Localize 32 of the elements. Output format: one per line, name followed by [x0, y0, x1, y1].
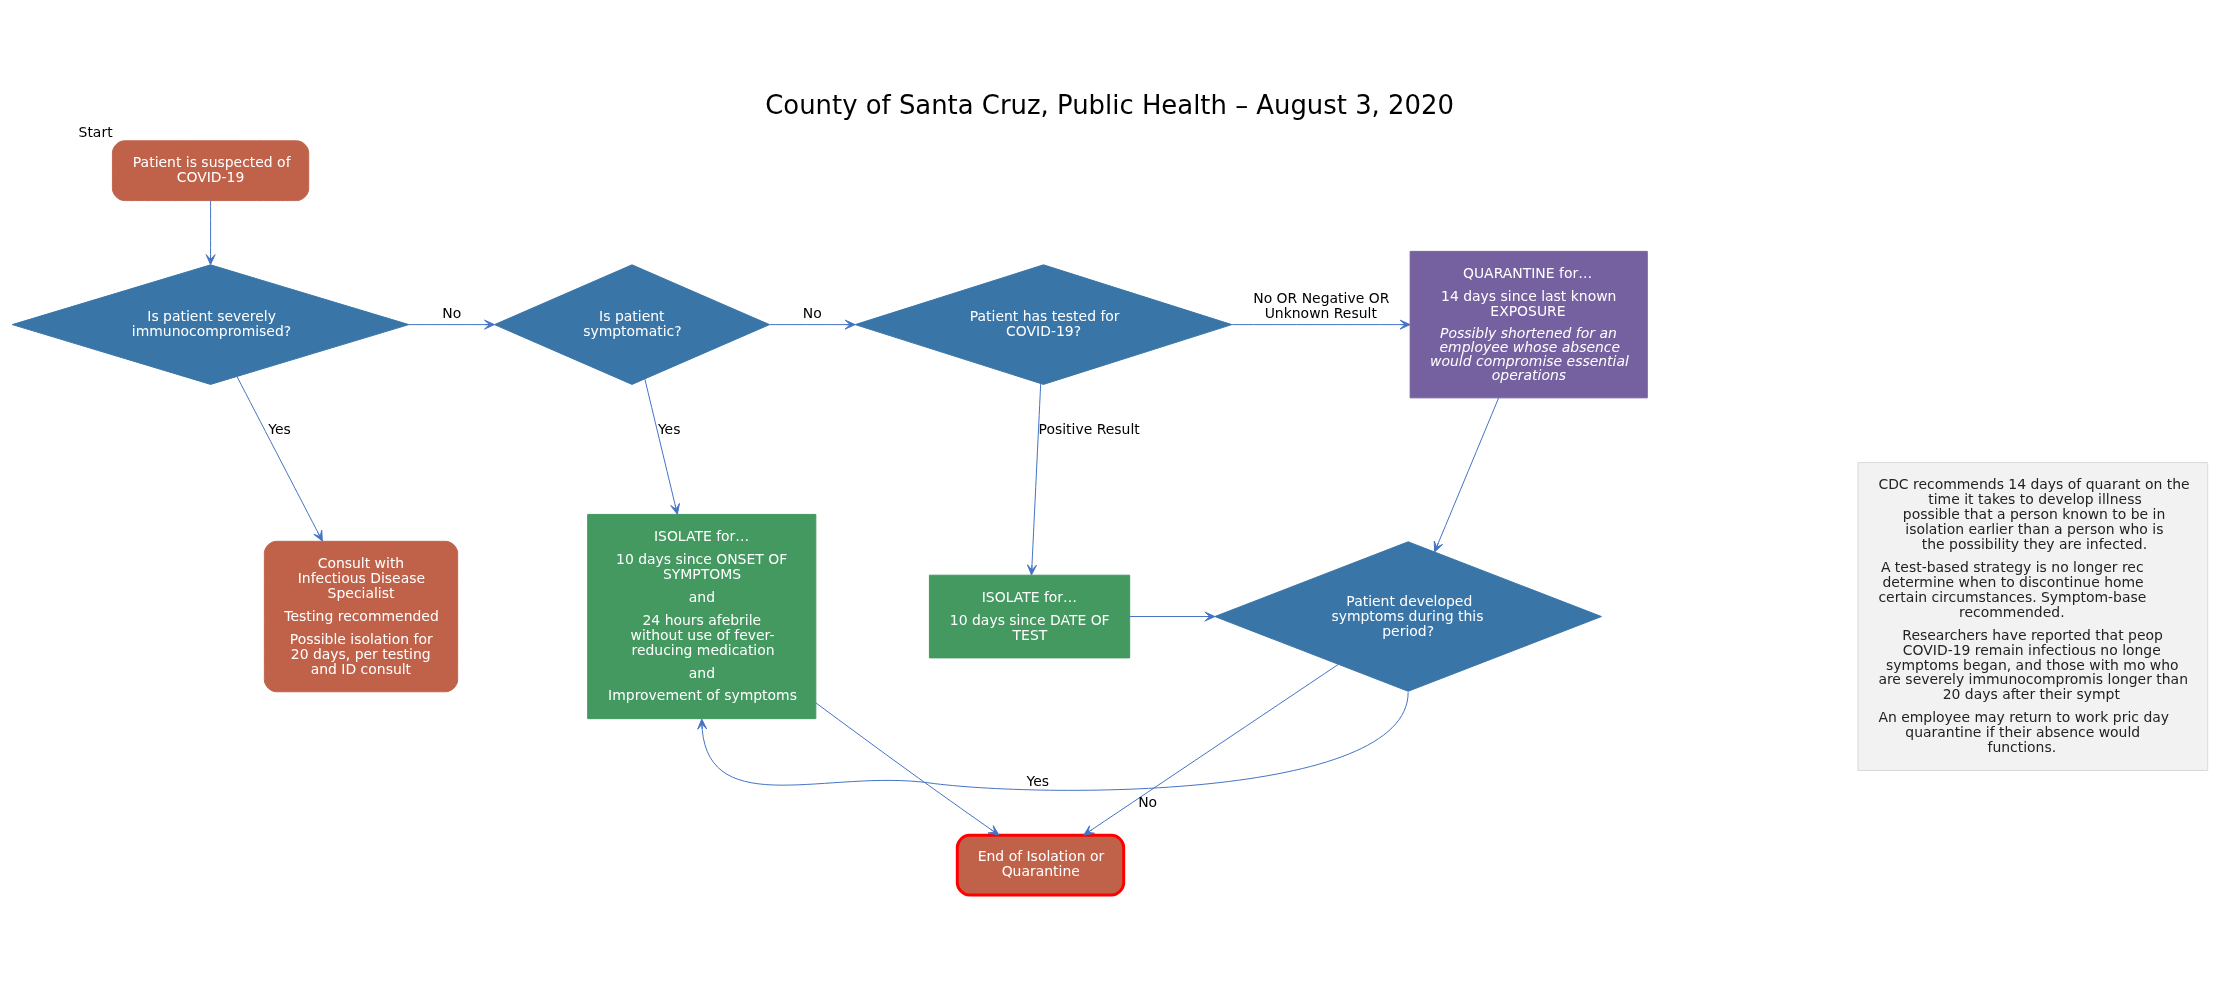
- node-label: Start: [78, 123, 113, 140]
- edge-label: No: [1138, 793, 1158, 810]
- node-box: Patient is suspected of COVID-19: [111, 139, 310, 201]
- arrow: [236, 375, 323, 542]
- node-diamond: Is patient symptomatic?: [494, 263, 770, 385]
- node-box: CDC recommends 14 days of quarant on the time it takes to develop illness possible that a person known to be in isolation earlier than a person who is the possibility they are infected. A test-based strategy is no longer rec determine when to discontinue home certain circumstances. Symptom-base recommended. Researchers have reported that peop COVID-19 remain infectious no longe symptoms began, and those with mo who are severely immunocompromis longer than 20 days after their sympt An employee may return to work pric day quarantine if their absence would functions.: [1857, 461, 2209, 771]
- node-box: Consult with Infectious Disease Specialist Testing recommended Possible isolation for 20 days, per testing and ID consult: [263, 540, 459, 692]
- arrow: [1027, 382, 1042, 575]
- node-box: ISOLATE for… 10 days since ONSET OF SYMPTOMS and 24 hours afebrile without use of fever-reducing medication and Improvement of symptoms: [587, 513, 817, 719]
- diagram-title: County of Santa Cruz, Public Health – August 3, 2020: [765, 89, 1454, 120]
- arrow: [408, 319, 495, 330]
- node-box: End of Isolation or Quarantine: [955, 833, 1126, 896]
- edge-label: Yes: [268, 420, 291, 437]
- arrow: [1129, 611, 1216, 621]
- arrow: [1083, 663, 1339, 836]
- arrow: [205, 199, 216, 265]
- edge-label: Positive Result: [1038, 420, 1140, 437]
- arrow: [1433, 397, 1500, 552]
- edge-label: Yes: [1026, 772, 1050, 789]
- arrow: [1231, 319, 1411, 330]
- node-diamond: Patient has tested for COVID-19?: [854, 263, 1233, 385]
- node-box: ISOLATE for… 10 days since DATE OF TEST: [928, 574, 1131, 658]
- node-box: QUARANTINE for… 14 days since last known EXPOSURE Possibly shortened for an employee whose absence would compromise essential operations: [1409, 250, 1648, 398]
- arrow: [815, 701, 1000, 836]
- node-diamond: Is patient severely immunocompromised?: [11, 263, 410, 385]
- edge-label: No: [442, 304, 462, 321]
- arrow: [697, 691, 1409, 791]
- edge-label: No OR Negative OR Unknown Result: [1253, 289, 1390, 321]
- edge-label: No: [802, 304, 822, 321]
- arrow: [769, 319, 856, 330]
- edge-label: Yes: [657, 420, 681, 437]
- arrow: [644, 378, 680, 515]
